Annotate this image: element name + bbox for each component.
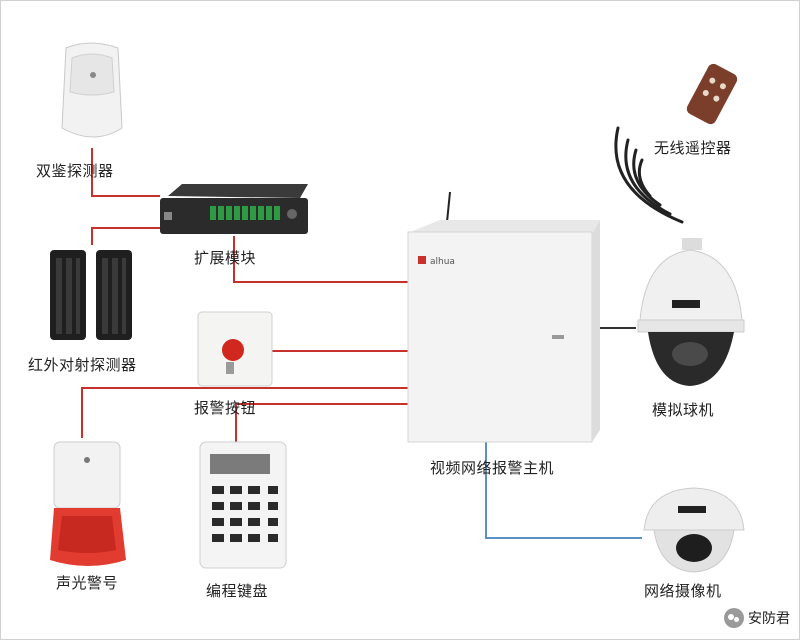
network-camera-device	[643, 487, 745, 573]
dual-detector-device	[61, 42, 123, 138]
alarm-button-device	[197, 311, 273, 387]
label-alarm-host: 视频网络报警主机	[430, 459, 555, 477]
label-network-camera: 网络摄像机	[644, 582, 722, 600]
wire-network-camera	[485, 442, 642, 539]
wechat-icon	[724, 608, 744, 628]
label-expansion-module: 扩展模块	[194, 249, 257, 267]
label-strobe-siren: 声光警号	[56, 574, 119, 592]
wire-keypad	[235, 403, 408, 442]
watermark-text: 安防君	[748, 611, 790, 627]
watermark: 安防君	[724, 608, 790, 628]
keypad-device	[199, 441, 287, 569]
label-keypad: 编程键盘	[206, 582, 269, 600]
ir-beam-device	[50, 250, 132, 340]
alarm-host-device: alhua	[407, 191, 600, 443]
wire-expansion-host	[233, 236, 408, 283]
label-alarm-button: 报警按钮	[194, 399, 257, 417]
label-speed-dome: 模拟球机	[652, 401, 715, 419]
host-brand-text: alhua	[430, 257, 455, 267]
wire-siren	[81, 387, 408, 438]
strobe-siren-device	[50, 441, 126, 566]
wireless-signal-icon	[614, 126, 684, 224]
label-remote-control: 无线遥控器	[654, 139, 732, 157]
wire-dual-detector	[91, 148, 160, 197]
expansion-module-device	[160, 184, 308, 234]
label-dual-detector: 双鉴探测器	[36, 162, 114, 180]
connection-wires	[81, 148, 642, 539]
label-ir-beam-detector: 红外对射探测器	[28, 356, 137, 374]
remote-control-device	[686, 63, 738, 125]
speed-dome-device	[637, 238, 745, 386]
wire-ir-beam	[91, 227, 160, 245]
